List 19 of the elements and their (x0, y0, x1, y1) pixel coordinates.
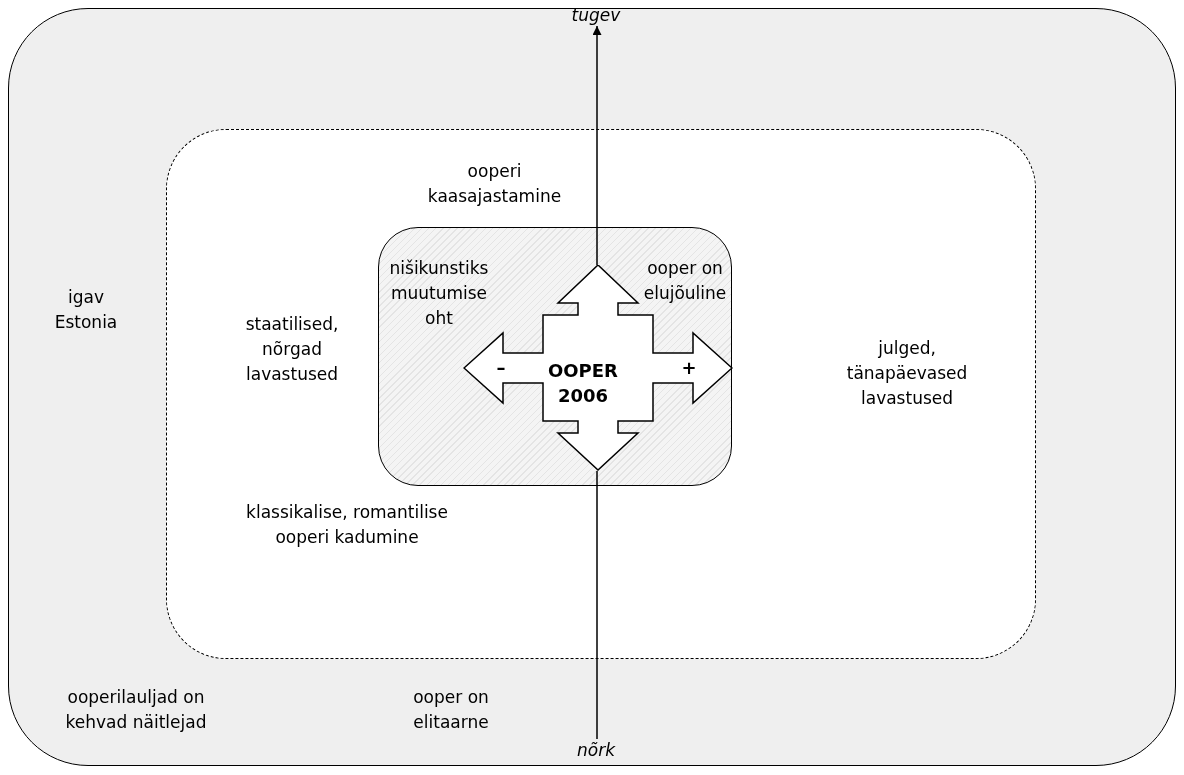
axis-end-label: nõrk (576, 739, 617, 761)
plus-sign: + (680, 356, 698, 380)
text-label: igav Estonia (53, 286, 119, 334)
text-label: staatilised, nõrgad lavastused (244, 313, 340, 386)
text-label: klassikalise, romantilise ooperi kadumine (245, 501, 449, 549)
dashed-rounded-panel (166, 129, 1036, 659)
text-label: ooper on elitaarne (412, 686, 490, 734)
axis-arrow (592, 25, 602, 266)
text-label: ooper on elujõuline (642, 257, 728, 305)
text-label: ooperi kaasajastamine (426, 160, 563, 208)
axis-end-label: tugev (570, 4, 622, 26)
axis-line (596, 470, 598, 740)
outer-rounded-panel (8, 8, 1176, 766)
text-label: ooperilauljad on kehvad näitlejad (64, 686, 208, 734)
text-label: julged, tänapäevased lavastused (845, 337, 969, 410)
minus-sign: – (495, 356, 507, 380)
hatched-rounded-panel (378, 227, 732, 486)
center-label: OOPER 2006 (547, 359, 619, 408)
text-label: nišikunstiks muutumise oht (388, 257, 490, 330)
